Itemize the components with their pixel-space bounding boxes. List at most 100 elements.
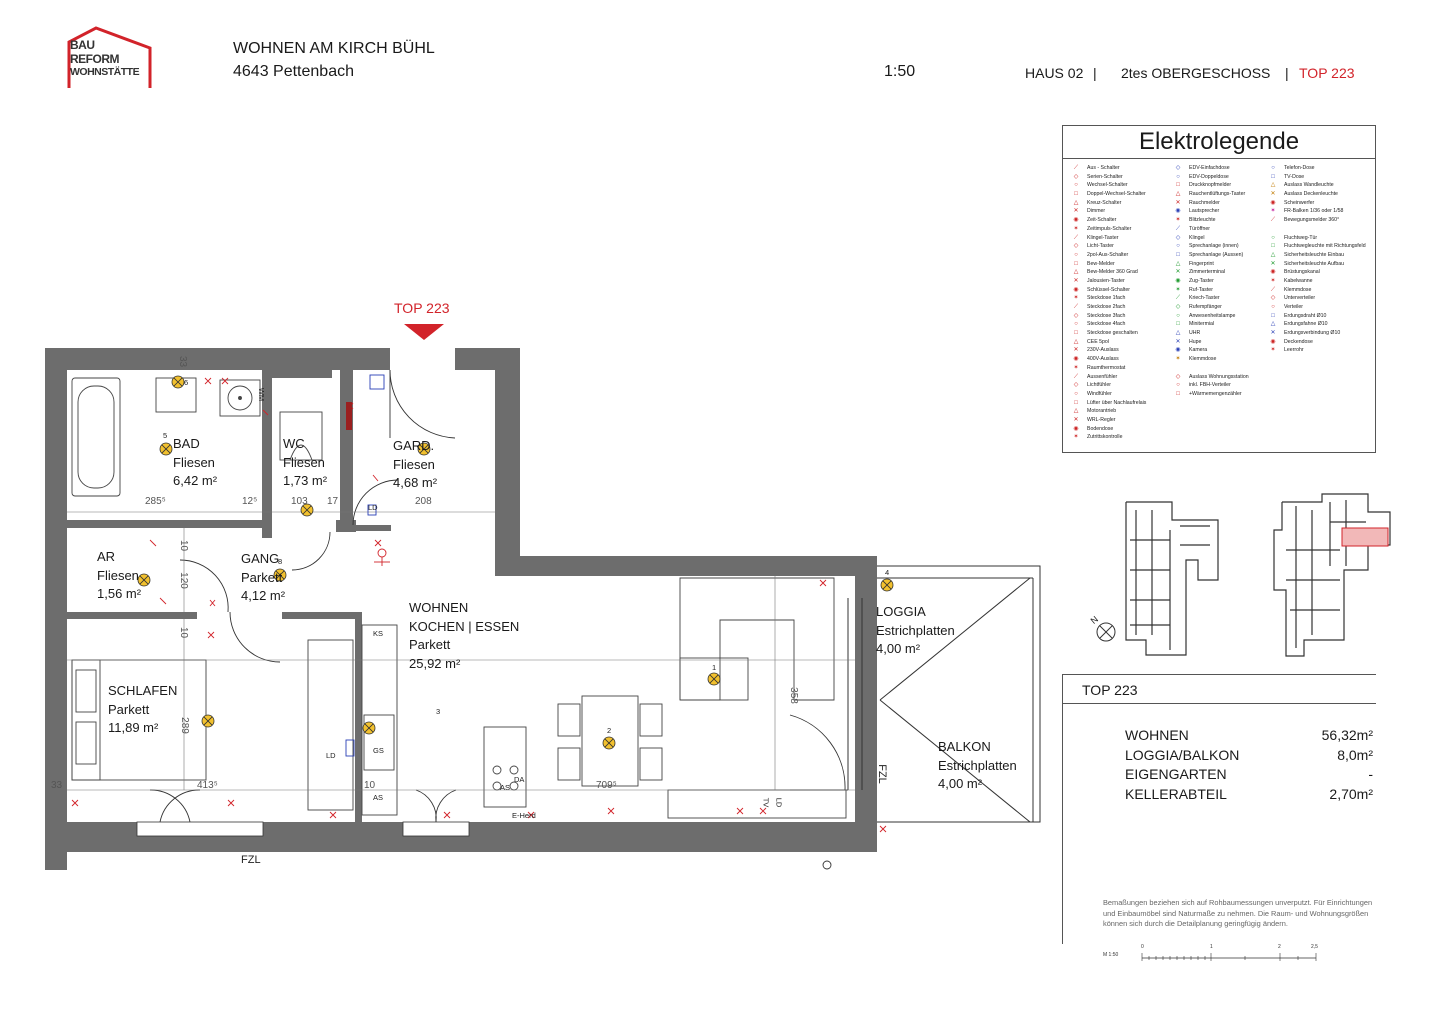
scale-tick-1: 1 xyxy=(1210,944,1213,950)
legend-item: □Lüfter über Nachlaufrelais xyxy=(1071,399,1146,408)
legend-label: Sprechanlage (Aussen) xyxy=(1189,251,1244,258)
legend-symbol-icon: □ xyxy=(1271,312,1275,319)
scale-tick-3: 2,5 xyxy=(1311,944,1318,950)
legend-symbol-icon: ○ xyxy=(1271,165,1275,171)
legend-item: ✕Auslass Deckenleuchte xyxy=(1268,190,1366,199)
legend-item: ○inkl. FBH-Verteiler xyxy=(1173,381,1249,390)
legend-label: Sicherheitsleuchte Einbau xyxy=(1284,251,1344,258)
legend-label: Zeit-Schalter xyxy=(1087,217,1117,224)
legend-item: ◉Brüstungskanal xyxy=(1268,268,1366,277)
summary-value: 8,0m² xyxy=(1337,747,1373,763)
legend-label: UHR xyxy=(1189,330,1201,337)
legend-item: ◉Deckendose xyxy=(1268,338,1366,347)
room-wohnen-name: WOHNEN xyxy=(409,600,469,615)
fixture-number-6: 6 xyxy=(184,378,189,387)
legend-item: △Erdungsfahne Ø10 xyxy=(1268,320,1366,329)
legend-label: inkl. FBH-Verteiler xyxy=(1189,382,1231,389)
legend-item: □Druckknopfmelder xyxy=(1173,181,1249,190)
unit-label: TOP 223 xyxy=(1299,65,1355,81)
key-plan xyxy=(1096,493,1391,657)
dim-wall-1: 12⁵ xyxy=(242,496,258,507)
legend-label: 400V-Auslass xyxy=(1087,356,1119,363)
room-schlafen-name: SCHLAFEN xyxy=(108,683,178,698)
legend-item: ✶Kabelwanne xyxy=(1268,277,1366,286)
room-wc-finish: Fliesen xyxy=(283,454,325,470)
label-e-herd: E-Herd xyxy=(512,811,536,820)
project-address: 4643 Pettenbach xyxy=(233,63,354,80)
legend-label: Telefon-Dose xyxy=(1284,165,1315,171)
legend-item: ○Sprechanlage (innen) xyxy=(1173,242,1249,251)
legend-item: ✕Rauchmelder xyxy=(1173,199,1249,208)
legend-symbol-icon: ◇ xyxy=(1073,382,1079,389)
label-as-2: AS xyxy=(500,783,511,792)
legend-label: EDV-Einfachdose xyxy=(1189,165,1230,171)
legend-symbol-icon: ◉ xyxy=(1175,208,1181,215)
legend-label: Zutrittskontrolle xyxy=(1087,434,1123,441)
legend-symbol-icon: □ xyxy=(1176,321,1180,328)
legend-label: TV-Dose xyxy=(1284,173,1305,180)
legend-symbol-icon: ⟋ xyxy=(1073,234,1079,241)
floor-plan xyxy=(45,324,1041,870)
legend-symbol-icon: ○ xyxy=(1074,251,1078,258)
legend-item: ◇Serien-Schalter xyxy=(1071,173,1146,182)
legend-label: Raumthermostat xyxy=(1087,364,1126,371)
label-gs: GS xyxy=(373,746,384,755)
legend-symbol-icon: ◉ xyxy=(1270,199,1276,206)
legend-item: ○Verteiler xyxy=(1268,303,1366,312)
legend-label: 230V-Auslass xyxy=(1087,347,1119,354)
room-balkon-name: BALKON xyxy=(938,739,991,754)
room-gard-area: 4,68 m² xyxy=(393,475,438,490)
legend-symbol-icon: □ xyxy=(1176,251,1180,258)
legend-label: Schlüssel-Schalter xyxy=(1087,286,1130,293)
room-schlafen: SCHLAFEN Parkett 11,89 m² xyxy=(108,682,177,738)
legend-label: Fingerprint xyxy=(1189,260,1214,267)
legend-item: △CEE 5pol xyxy=(1071,338,1146,347)
legend-item: □TV-Dose xyxy=(1268,173,1366,182)
legend-item xyxy=(1268,225,1366,234)
legend-label: Lautsprecher xyxy=(1189,208,1220,215)
summary-value: - xyxy=(1368,766,1373,782)
room-ar-name: AR xyxy=(97,549,116,564)
legend-item: ◉Schlüssel-Schalter xyxy=(1071,286,1146,295)
legend-symbol-icon: ✶ xyxy=(1270,347,1276,354)
legend-symbol-icon: ◉ xyxy=(1073,425,1079,432)
legend-label: Steckdose 3fach xyxy=(1087,312,1126,319)
room-schlafen-area: 11,89 m² xyxy=(108,720,159,735)
legend-label: Aus - Schalter xyxy=(1087,165,1120,171)
room-bad-finish: Fliesen xyxy=(173,454,215,470)
legend-symbol-icon: ✕ xyxy=(1073,277,1079,284)
legend-item: ✶FR-Balken 1/36 oder 1/58 xyxy=(1268,207,1366,216)
legend-label: Zimmerterminal xyxy=(1189,269,1226,276)
legend-label: Verteiler xyxy=(1284,304,1304,310)
room-schlafen-finish: Parkett xyxy=(108,701,150,717)
legend-item: ✶Zutrittskontrolle xyxy=(1071,433,1146,442)
header-separator-2: | xyxy=(1285,65,1289,81)
legend-label: Zug-Taster xyxy=(1189,277,1214,284)
legend-symbol-icon: ⟋ xyxy=(1175,295,1181,302)
room-gard-name: GARD. xyxy=(393,438,435,453)
legend-item: ✶Ruf-Taster xyxy=(1173,286,1249,295)
legend-label: EDV-Doppeldose xyxy=(1189,173,1229,180)
summary-label: LOGGIA/BALKON xyxy=(1125,747,1240,763)
summary-label: KELLERABTEIL xyxy=(1125,786,1227,802)
legend-symbol-icon: □ xyxy=(1176,390,1180,397)
room-wc-area: 1,73 m² xyxy=(283,473,328,488)
legend-label: Erdungsdraht Ø10 xyxy=(1284,312,1327,319)
legend-item: ✶Raumthermostat xyxy=(1071,364,1146,373)
summary-value: 2,70m² xyxy=(1329,786,1373,802)
legend-item: ◇Unterverteiler xyxy=(1268,294,1366,303)
legend-symbol-icon: △ xyxy=(1175,330,1181,337)
dim-wall-4: 33 xyxy=(177,355,189,368)
legend-column-2: ◇EDV-Einfachdose○EDV-Doppeldose□Druckkno… xyxy=(1173,164,1249,399)
legend-item: △ UHR xyxy=(1173,329,1249,338)
legend-item: □Doppel-Wechsel-Schalter xyxy=(1071,190,1146,199)
legend-column-3: ○Telefon-Dose□TV-Dose△Auslass Wandleucht… xyxy=(1268,164,1366,355)
legend-symbol-icon: △ xyxy=(1073,408,1079,415)
legend-symbol-icon: ✕ xyxy=(1175,199,1181,206)
legend-symbol-icon: △ xyxy=(1270,251,1276,258)
legend-label: Dimmer xyxy=(1087,208,1106,215)
legend-item: ✶Steckdose 1fach xyxy=(1071,294,1146,303)
project-name: WOHNEN AM KIRCH BÜHL xyxy=(233,40,435,57)
legend-label: WRL-Regler xyxy=(1087,416,1116,423)
dim-wohnen-depth: 358 xyxy=(787,687,799,704)
